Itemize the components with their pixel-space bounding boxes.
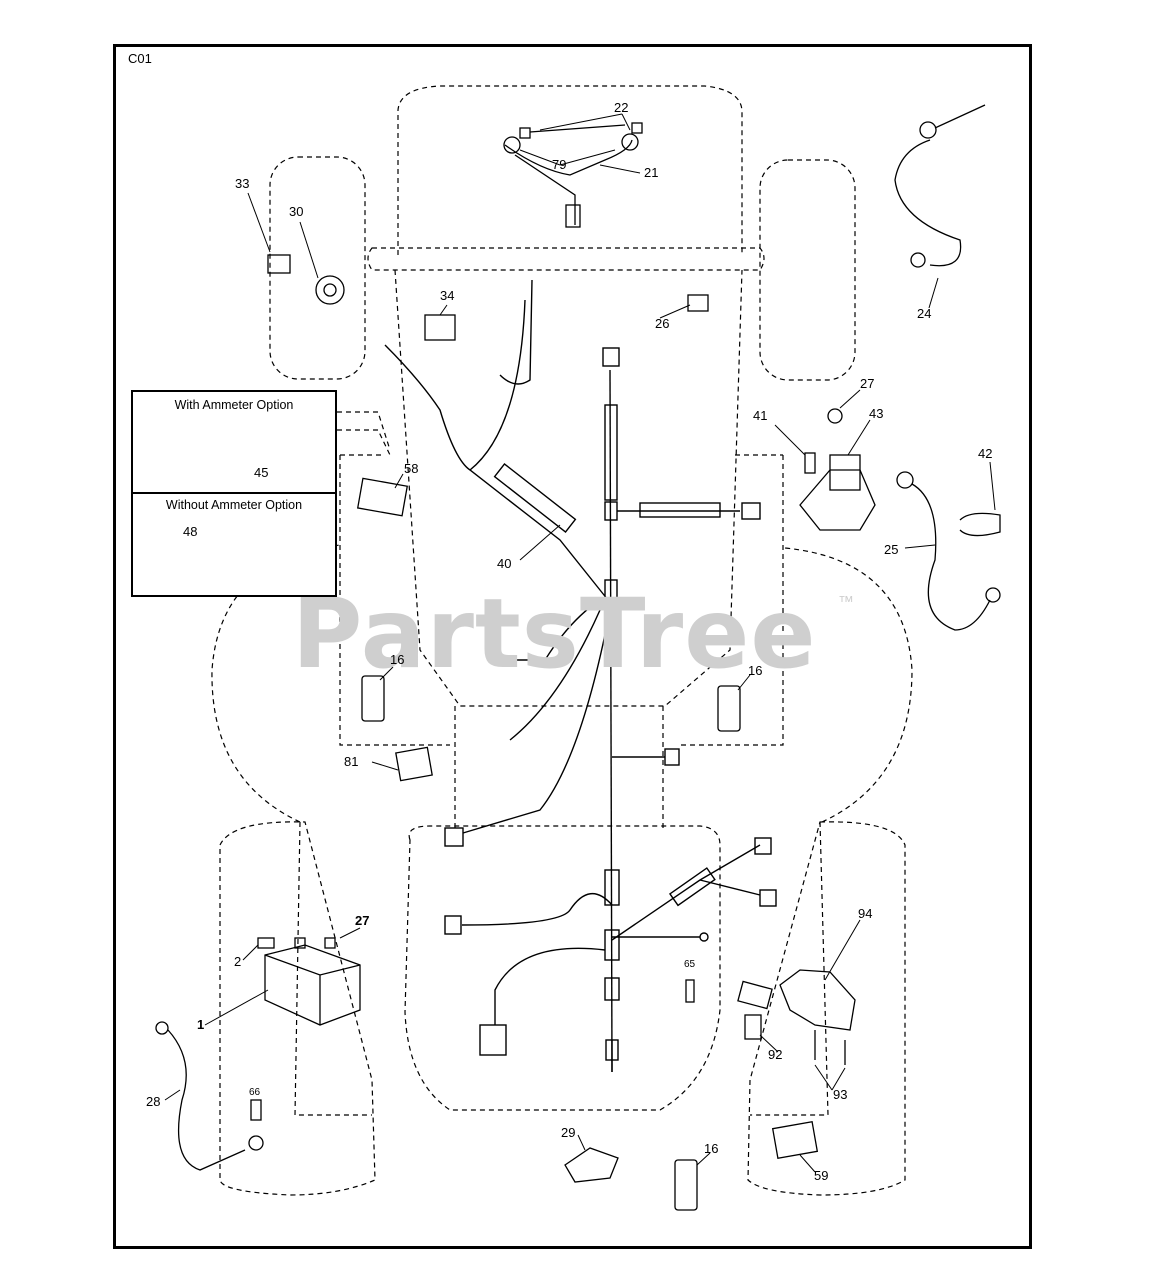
callout-65: 65 [684, 959, 696, 970]
callout-66: 66 [249, 1087, 261, 1098]
wire-harness [384, 279, 777, 1073]
callout-30: 30 [289, 204, 304, 219]
callout-16-bottom: 16 [704, 1141, 719, 1156]
callout-79: 79 [552, 157, 567, 172]
callout-27: 27 [860, 376, 875, 391]
inset-divider [133, 492, 335, 494]
callout-33: 33 [235, 176, 250, 191]
callout-81: 81 [344, 754, 359, 769]
leader-lines [164, 113, 996, 1173]
watermark-trademark: ™ [838, 594, 854, 611]
callout-25: 25 [884, 542, 899, 557]
callout-16-right: 16 [748, 663, 763, 678]
callout-29: 29 [561, 1125, 576, 1140]
callout-48: 48 [183, 524, 198, 539]
callout-58: 58 [404, 461, 419, 476]
callout-94: 94 [858, 906, 873, 921]
page-code: C01 [128, 51, 152, 66]
callout-93: 93 [833, 1087, 848, 1102]
page-frame [113, 44, 1032, 1249]
callout-28: 28 [146, 1094, 161, 1109]
watermark: PartsTree [292, 578, 817, 690]
ammeter-option-inset: With Ammeter Option Without Ammeter Opti… [131, 390, 337, 597]
callout-43: 43 [869, 406, 884, 421]
callout-21: 21 [644, 165, 659, 180]
callout-16-left: 16 [390, 652, 405, 667]
callout-1: 1 [197, 1017, 205, 1032]
callout-41: 41 [753, 408, 768, 423]
callout-40: 40 [497, 556, 512, 571]
callout-92: 92 [768, 1047, 783, 1062]
callout-27-battery: 27 [355, 913, 370, 928]
callout-24: 24 [917, 306, 932, 321]
callout-26: 26 [655, 316, 670, 331]
parts-artwork [155, 104, 1001, 1211]
callout-22: 22 [614, 100, 629, 115]
callout-59: 59 [814, 1168, 829, 1183]
with-ammeter-label: With Ammeter Option [174, 398, 294, 412]
callout-42: 42 [978, 446, 993, 461]
callout-2: 2 [234, 954, 242, 969]
callout-34: 34 [440, 288, 455, 303]
without-ammeter-label: Without Ammeter Option [165, 498, 303, 512]
tractor-outline [211, 85, 913, 1196]
callout-45: 45 [254, 465, 269, 480]
